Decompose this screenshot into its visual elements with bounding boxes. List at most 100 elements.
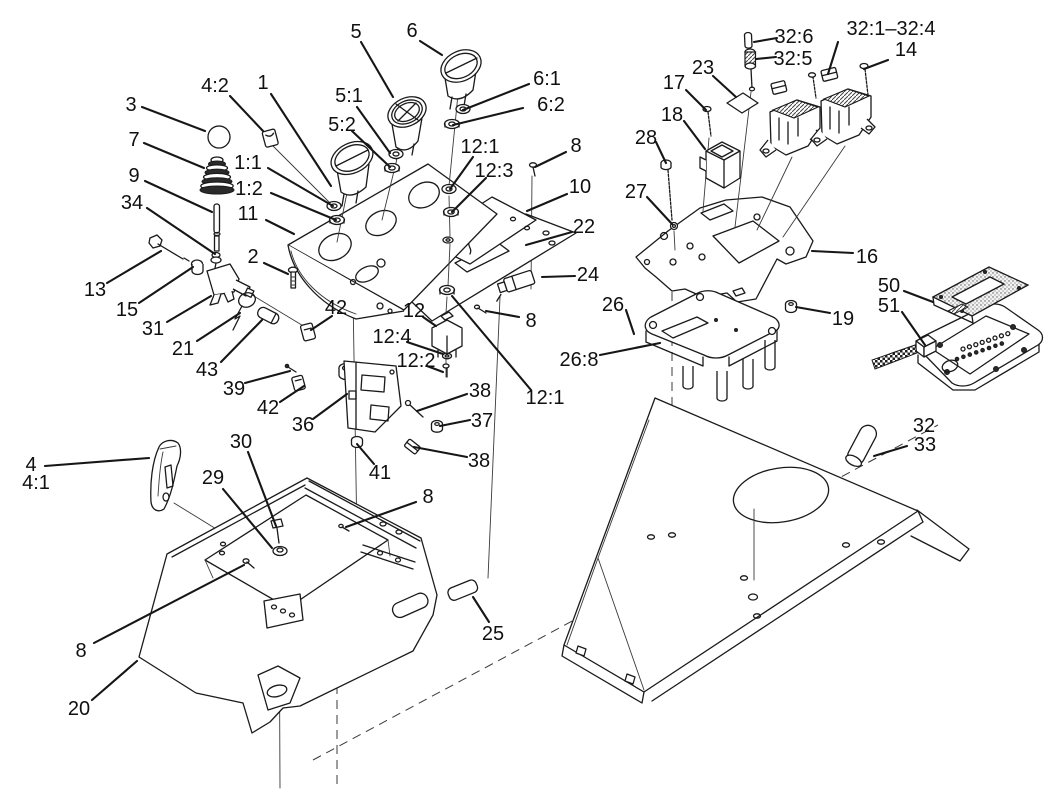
callout-31: 31 <box>142 318 164 340</box>
leader-line-32-5 <box>754 55 778 61</box>
callout-8: 8 <box>75 640 86 662</box>
plate16-hardware <box>660 31 876 314</box>
leader-line-10 <box>525 192 569 213</box>
leader-line-3 <box>140 105 207 133</box>
pin-8-under-panel <box>473 304 487 314</box>
gauge-6 <box>440 49 482 110</box>
nut-19 <box>784 299 798 314</box>
leader-line-13 <box>105 249 163 285</box>
leader-line-34 <box>145 206 217 256</box>
callout-33: 33 <box>914 434 936 456</box>
callout-15: 15 <box>116 299 138 321</box>
callout-7: 7 <box>128 129 139 151</box>
leader-line-12-1 <box>448 155 475 191</box>
module-label-26-8 <box>661 316 709 339</box>
leader-line-24 <box>540 274 577 279</box>
callout-2: 2 <box>247 246 258 268</box>
pin-8-console-top <box>338 523 350 532</box>
leader-line-11 <box>264 218 296 236</box>
callout-12-4: 12:4 <box>373 326 412 348</box>
screw-17 <box>702 105 712 137</box>
hand-grip-cutout <box>391 592 429 619</box>
nut-41 <box>350 435 364 449</box>
callout-12-2: 12:2 <box>397 350 436 372</box>
leader-line-9 <box>143 179 214 214</box>
callout-43: 43 <box>196 359 218 381</box>
callout-39: 39 <box>223 378 245 400</box>
wire-pin-21 <box>232 305 243 331</box>
leader-line-43 <box>219 318 264 364</box>
callout-12-3: 12:3 <box>475 160 514 182</box>
leader-line-4-2 <box>228 94 265 133</box>
callout-6-1: 6:1 <box>533 68 561 90</box>
leader-line-31 <box>165 294 213 324</box>
mounting-plate-16 <box>635 196 814 303</box>
callout-1: 1 <box>257 72 268 94</box>
washer-5-1 <box>388 148 404 160</box>
clip-38-lower <box>403 438 421 455</box>
callout-10: 10 <box>569 176 591 198</box>
relay-holder-right <box>810 88 876 147</box>
boot-7 <box>199 156 235 195</box>
leader-line-41 <box>355 442 376 466</box>
leader-line-8 <box>344 500 418 529</box>
callout-26: 26 <box>602 294 624 316</box>
callout-12-1: 12:1 <box>526 387 565 409</box>
callout-18: 18 <box>661 104 683 126</box>
leader-line-12-1 <box>450 294 533 392</box>
instrument-panel-11 <box>287 163 498 320</box>
bushing-15 <box>190 259 204 276</box>
screw-8-console <box>242 558 255 569</box>
roller-43 <box>257 306 280 325</box>
leader-line-8 <box>484 309 521 319</box>
leader-line-28 <box>654 140 668 165</box>
callout-24: 24 <box>577 264 599 286</box>
bolt-28 <box>660 159 673 221</box>
leader-line-25 <box>471 595 491 624</box>
callout-36: 36 <box>292 414 314 436</box>
leader-line-5-2 <box>350 129 392 169</box>
grip-handle-32-33 <box>845 424 878 468</box>
nut-small-gasket <box>442 236 454 244</box>
leader-line-32-1-32-4 <box>826 40 840 76</box>
pad-25 <box>447 579 479 601</box>
callout-32-6: 32:6 <box>775 26 814 48</box>
clip-4-2 <box>261 128 279 148</box>
rear-body-panel <box>561 397 970 704</box>
leader-line-37 <box>438 418 472 428</box>
callout-6: 6 <box>406 20 417 42</box>
leader-line-26 <box>624 308 636 336</box>
washer-12-4 <box>441 352 453 360</box>
callout-38: 38 <box>469 380 491 402</box>
callout-50: 50 <box>878 275 900 297</box>
callout-16: 16 <box>856 246 878 268</box>
clip-32-group-left <box>770 80 788 95</box>
callout-9: 9 <box>128 165 139 187</box>
callout-41: 41 <box>369 462 391 484</box>
module-legs <box>682 340 776 402</box>
callout-12: 12 <box>403 300 425 322</box>
screw-holder <box>807 72 817 99</box>
leader-line-39 <box>243 369 292 385</box>
leader-line-17 <box>684 88 708 112</box>
leader-line-19 <box>794 305 832 315</box>
clip-42-upper <box>299 322 317 342</box>
connector-24 <box>496 269 536 302</box>
callout-37: 37 <box>471 410 493 432</box>
console-hardware <box>218 518 350 569</box>
callout-29: 29 <box>202 467 224 489</box>
nut-12-1-lower <box>438 284 456 296</box>
leader-line-26-8 <box>598 341 662 357</box>
callout-32-5: 32:5 <box>774 48 813 70</box>
nut-37 <box>430 419 444 433</box>
leader-line-51 <box>900 310 927 347</box>
callout-38: 38 <box>468 450 490 472</box>
relay-holder-left <box>759 99 825 158</box>
leader-line-8 <box>533 150 568 169</box>
lever-body-31 <box>206 263 255 306</box>
module-26 <box>644 290 780 402</box>
screw-2 <box>287 266 299 289</box>
callout-4-1: 4:1 <box>22 472 50 494</box>
